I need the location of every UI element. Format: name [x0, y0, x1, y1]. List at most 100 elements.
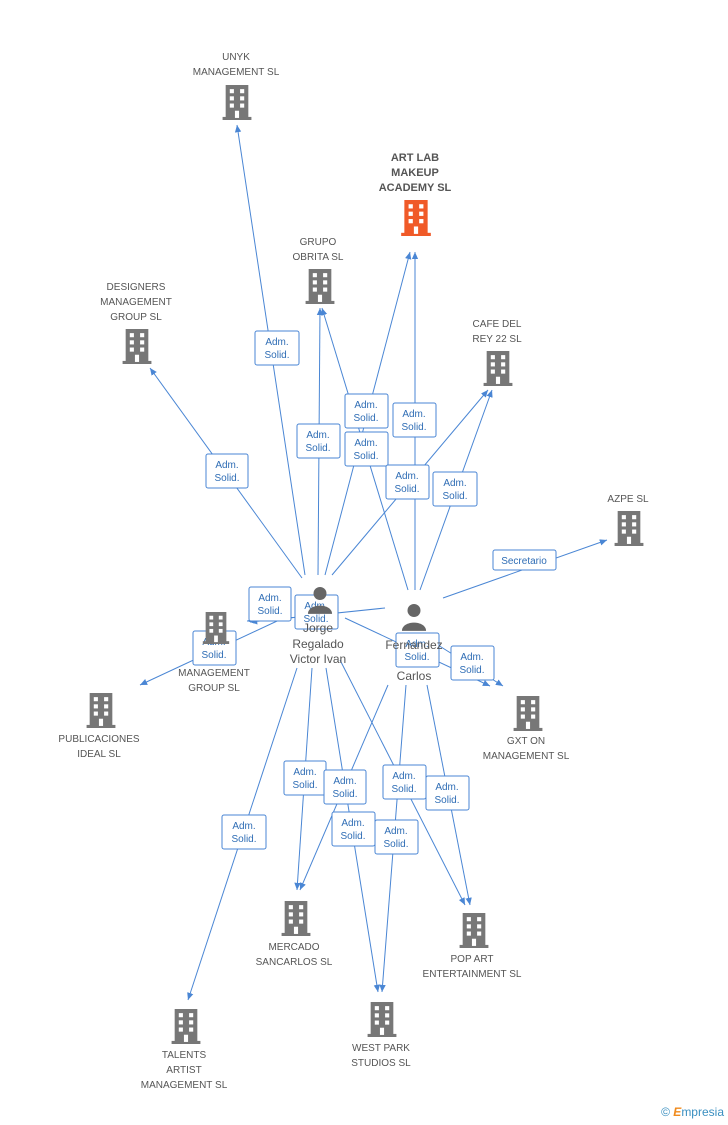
edge-label-line-1: Adm.	[402, 409, 425, 420]
edge-label-line-2: Solid.	[305, 443, 330, 454]
node-person-victor[interactable]: Jorge Regalado Victor Ivan	[290, 587, 346, 666]
node-label: GROUP SL	[188, 683, 240, 694]
node-label: DESIGNERS	[107, 282, 166, 293]
brand-logo-text: mpresia	[681, 1105, 724, 1119]
edge-label-carlos-cafe[interactable]: Adm. Solid.	[432, 471, 478, 507]
edge-label-carlos-grupo[interactable]: Adm. Solid.	[344, 431, 389, 467]
edge-label-line-1: Adm.	[341, 818, 364, 829]
edge-label-line-1: Adm.	[392, 771, 415, 782]
edge-label-victor-gxt[interactable]: Adm. Solid.	[395, 632, 440, 668]
edge-label-victor-unyk[interactable]: Adm. Solid.	[254, 330, 300, 366]
person-label: Victor Ivan	[290, 652, 346, 666]
node-label: PUBLICACIONES	[58, 734, 139, 745]
building-icon	[305, 269, 335, 304]
node-label: MANAGEMENT	[178, 668, 250, 679]
edge-label-secretario: Secretario	[501, 556, 547, 567]
building-icon	[171, 1009, 201, 1044]
edge-label-carlos-mercado[interactable]: Adm. Solid.	[323, 769, 367, 805]
edge-label-line-1: Adm.	[265, 337, 288, 348]
edge-label-line-2: Solid.	[201, 650, 226, 661]
edge-label-victor-artlab[interactable]: Adm. Solid.	[344, 393, 389, 429]
edge-label-carlos-artlab[interactable]: Adm. Solid.	[392, 402, 437, 438]
node-label: GXT ON	[507, 736, 545, 747]
edge-label-victor-mercado[interactable]: Adm. Solid.	[283, 760, 327, 796]
person-icon	[401, 604, 427, 631]
node-label: ENTERTAINMENT SL	[423, 969, 522, 980]
person-label: Fernandez	[385, 638, 442, 652]
building-icon	[401, 200, 431, 236]
edge-label-line-1: Adm.	[395, 471, 418, 482]
edge-label-victor-cafe[interactable]: Adm. Solid.	[385, 464, 430, 500]
node-talents[interactable]: TALENTS ARTIST MANAGEMENT SL	[141, 1009, 228, 1091]
edge-label-line-2: Solid.	[292, 780, 317, 791]
edge-label-line-1: Adm.	[443, 478, 466, 489]
edge-label-victor-designers[interactable]: Adm. Solid.	[205, 453, 249, 489]
edge-label-line-2: Solid.	[434, 795, 459, 806]
edge-label-line-2: Solid.	[264, 350, 289, 361]
edge-label-line-1: Adm.	[293, 767, 316, 778]
edge-label-line-2: Solid.	[459, 665, 484, 676]
node-label: OBRITA SL	[293, 252, 344, 263]
node-mercado[interactable]: MERCADO SANCARLOS SL	[256, 901, 333, 968]
edge-label-carlos-gxt[interactable]: Adm. Solid.	[450, 645, 495, 681]
edge-label-victor-talents[interactable]: Adm. Solid.	[221, 814, 267, 850]
edge-label-line-1: Adm.	[354, 438, 377, 449]
node-cafe[interactable]: CAFE DEL REY 22 SL	[472, 319, 522, 386]
edge-label-carlos-azpe[interactable]: Secretario	[492, 549, 557, 571]
node-mgmtgroup[interactable]: MANAGEMENT GROUP SL	[178, 612, 250, 694]
node-label: REY 22 SL	[472, 334, 522, 345]
node-label: MAKEUP	[391, 167, 439, 179]
node-label: POP ART	[451, 954, 494, 965]
node-label: ARTIST	[166, 1065, 201, 1076]
brand-footer[interactable]: © Empresia	[661, 1105, 724, 1119]
node-label: MANAGEMENT SL	[141, 1080, 228, 1091]
node-unyk[interactable]: UNYK MANAGEMENT SL	[193, 52, 280, 120]
edge-label-line-1: Adm.	[354, 400, 377, 411]
nodes: UNYK MANAGEMENT SL ART LAB MAKEUP ACADEM…	[58, 52, 649, 1091]
node-label: UNYK	[222, 52, 250, 63]
edge-label-line-2: Solid.	[353, 413, 378, 424]
node-label: SANCARLOS SL	[256, 957, 333, 968]
building-icon	[202, 612, 230, 644]
building-icon	[459, 913, 489, 948]
edge-label-victor-mgmtgroup[interactable]: Adm. Solid.	[248, 586, 292, 622]
edge-label-line-1: Adm.	[435, 782, 458, 793]
person-label: Carlos	[397, 669, 432, 683]
edge-label-line-1: Adm.	[306, 430, 329, 441]
node-gxt[interactable]: GXT ON MANAGEMENT SL	[483, 696, 570, 762]
node-azpe[interactable]: AZPE SL	[607, 494, 649, 546]
edge-labels: Adm. Solid. Adm. Solid. Adm. Solid. Adm.…	[192, 330, 557, 855]
node-artlab[interactable]: ART LAB MAKEUP ACADEMY SL	[379, 152, 452, 236]
edge-label-line-2: Solid.	[383, 839, 408, 850]
building-icon	[483, 351, 513, 386]
node-label: MANAGEMENT SL	[193, 67, 280, 78]
node-westpark[interactable]: WEST PARK STUDIOS SL	[351, 1002, 411, 1069]
edge-label-line-1: Adm.	[215, 460, 238, 471]
edge-label-line-2: Solid.	[332, 789, 357, 800]
edge-label-line-2: Solid.	[394, 484, 419, 495]
brand-logo-initial: E	[673, 1105, 682, 1119]
copyright-symbol: ©	[661, 1105, 670, 1119]
edge-label-line-1: Adm.	[384, 826, 407, 837]
node-label: WEST PARK	[352, 1043, 410, 1054]
edge-label-line-2: Solid.	[353, 451, 378, 462]
edge-label-victor-grupo[interactable]: Adm. Solid.	[296, 423, 341, 459]
edge-label-line-2: Solid.	[391, 784, 416, 795]
node-designers[interactable]: DESIGNERS MANAGEMENT GROUP SL	[100, 282, 172, 364]
edge-label-carlos-westpark[interactable]: Adm. Solid.	[374, 819, 419, 855]
edge-label-victor-westpark[interactable]: Adm. Solid.	[331, 811, 376, 847]
node-publicaciones[interactable]: PUBLICACIONES IDEAL SL	[58, 693, 140, 760]
node-grupo[interactable]: GRUPO OBRITA SL	[293, 237, 344, 304]
edge-label-victor-popart[interactable]: Adm. Solid.	[382, 764, 427, 800]
edge-label-line-2: Solid.	[214, 473, 239, 484]
building-icon	[367, 1002, 397, 1037]
edge-label-line-1: Adm.	[258, 593, 281, 604]
node-label: IDEAL SL	[77, 749, 121, 760]
edge-label-carlos-popart[interactable]: Adm. Solid.	[425, 775, 470, 811]
building-icon	[86, 693, 116, 728]
edge-label-line-2: Solid.	[231, 834, 256, 845]
edge-label-line-2: Solid.	[404, 652, 429, 663]
node-person-carlos[interactable]: Fernandez Carlos	[385, 604, 443, 683]
node-popart[interactable]: POP ART ENTERTAINMENT SL	[423, 913, 522, 980]
